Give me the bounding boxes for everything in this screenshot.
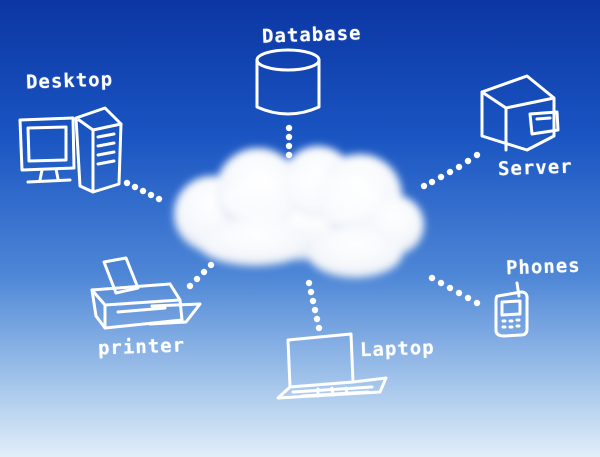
connector-database — [286, 125, 292, 158]
label-phones: Phones — [506, 255, 581, 280]
connector-server — [421, 152, 480, 189]
connector-desktop — [124, 180, 162, 202]
label-server: Server — [498, 156, 573, 181]
label-printer: printer — [98, 334, 186, 359]
label-desktop: Desktop — [26, 68, 114, 93]
phone-icon — [496, 283, 527, 336]
connector-printer — [187, 262, 214, 289]
cloud-icon — [174, 146, 424, 278]
desktop-icon — [20, 108, 121, 192]
connector-phones — [429, 275, 480, 306]
label-laptop: Laptop — [360, 337, 435, 362]
database-icon — [257, 50, 319, 114]
server-icon — [482, 76, 558, 150]
printer-icon — [92, 258, 200, 328]
label-database: Database — [262, 22, 362, 47]
connector-laptop — [306, 280, 322, 331]
